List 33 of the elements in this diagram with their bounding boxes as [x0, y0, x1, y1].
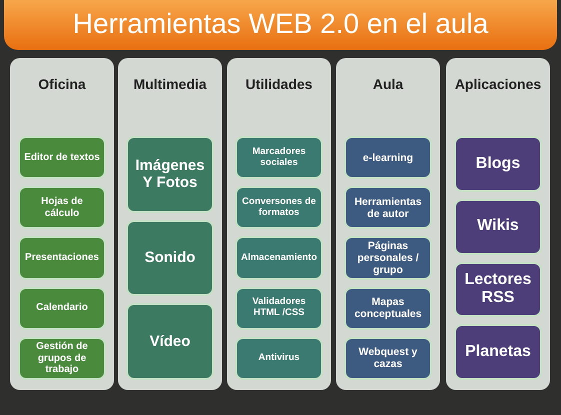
tool-box: Gestión de grupos de trabajo — [18, 336, 106, 380]
category-column — [446, 58, 550, 390]
tool-box: Páginas personales / grupo — [344, 236, 432, 280]
tool-box: Lectores RSS — [454, 262, 542, 318]
column-heading: Aula — [372, 76, 404, 92]
tool-box: Conversones de formatos — [235, 186, 323, 230]
tool-box: Calendario — [18, 286, 106, 330]
tool-box: Presentaciones — [18, 236, 106, 280]
tool-box: Wikis — [454, 198, 542, 254]
tool-box: Almacenamiento — [235, 236, 323, 280]
column-heading: Aplicaciones — [454, 76, 542, 92]
tool-box: Blogs — [454, 136, 542, 192]
category-column — [118, 58, 222, 390]
column-heading: Utilidades — [244, 76, 314, 92]
tool-box: Imágenes Y Fotos — [126, 136, 214, 213]
tool-box: Antivirus — [235, 336, 323, 380]
tool-box: Herramientas de autor — [344, 186, 432, 230]
tool-box: e-learning — [344, 136, 432, 180]
tool-box: Validadores HTML /CSS — [235, 286, 323, 330]
category-column — [227, 58, 331, 390]
tool-box: Planetas — [454, 324, 542, 380]
column-heading: Oficina — [37, 76, 87, 92]
tool-box: Hojas de cálculo — [18, 186, 106, 230]
tool-box: Vídeo — [126, 303, 214, 380]
tool-box: Sonido — [126, 220, 214, 296]
tool-box: Webquest y cazas — [344, 336, 432, 380]
tool-box: Editor de textos — [18, 136, 106, 180]
tool-box: Mapas conceptuales — [344, 286, 432, 330]
column-heading: Multimedia — [132, 76, 208, 92]
category-column — [336, 58, 440, 390]
tool-box: Marcadores sociales — [235, 136, 323, 180]
category-column — [10, 58, 114, 390]
title-banner: Herramientas WEB 2.0 en el aula — [4, 0, 557, 50]
